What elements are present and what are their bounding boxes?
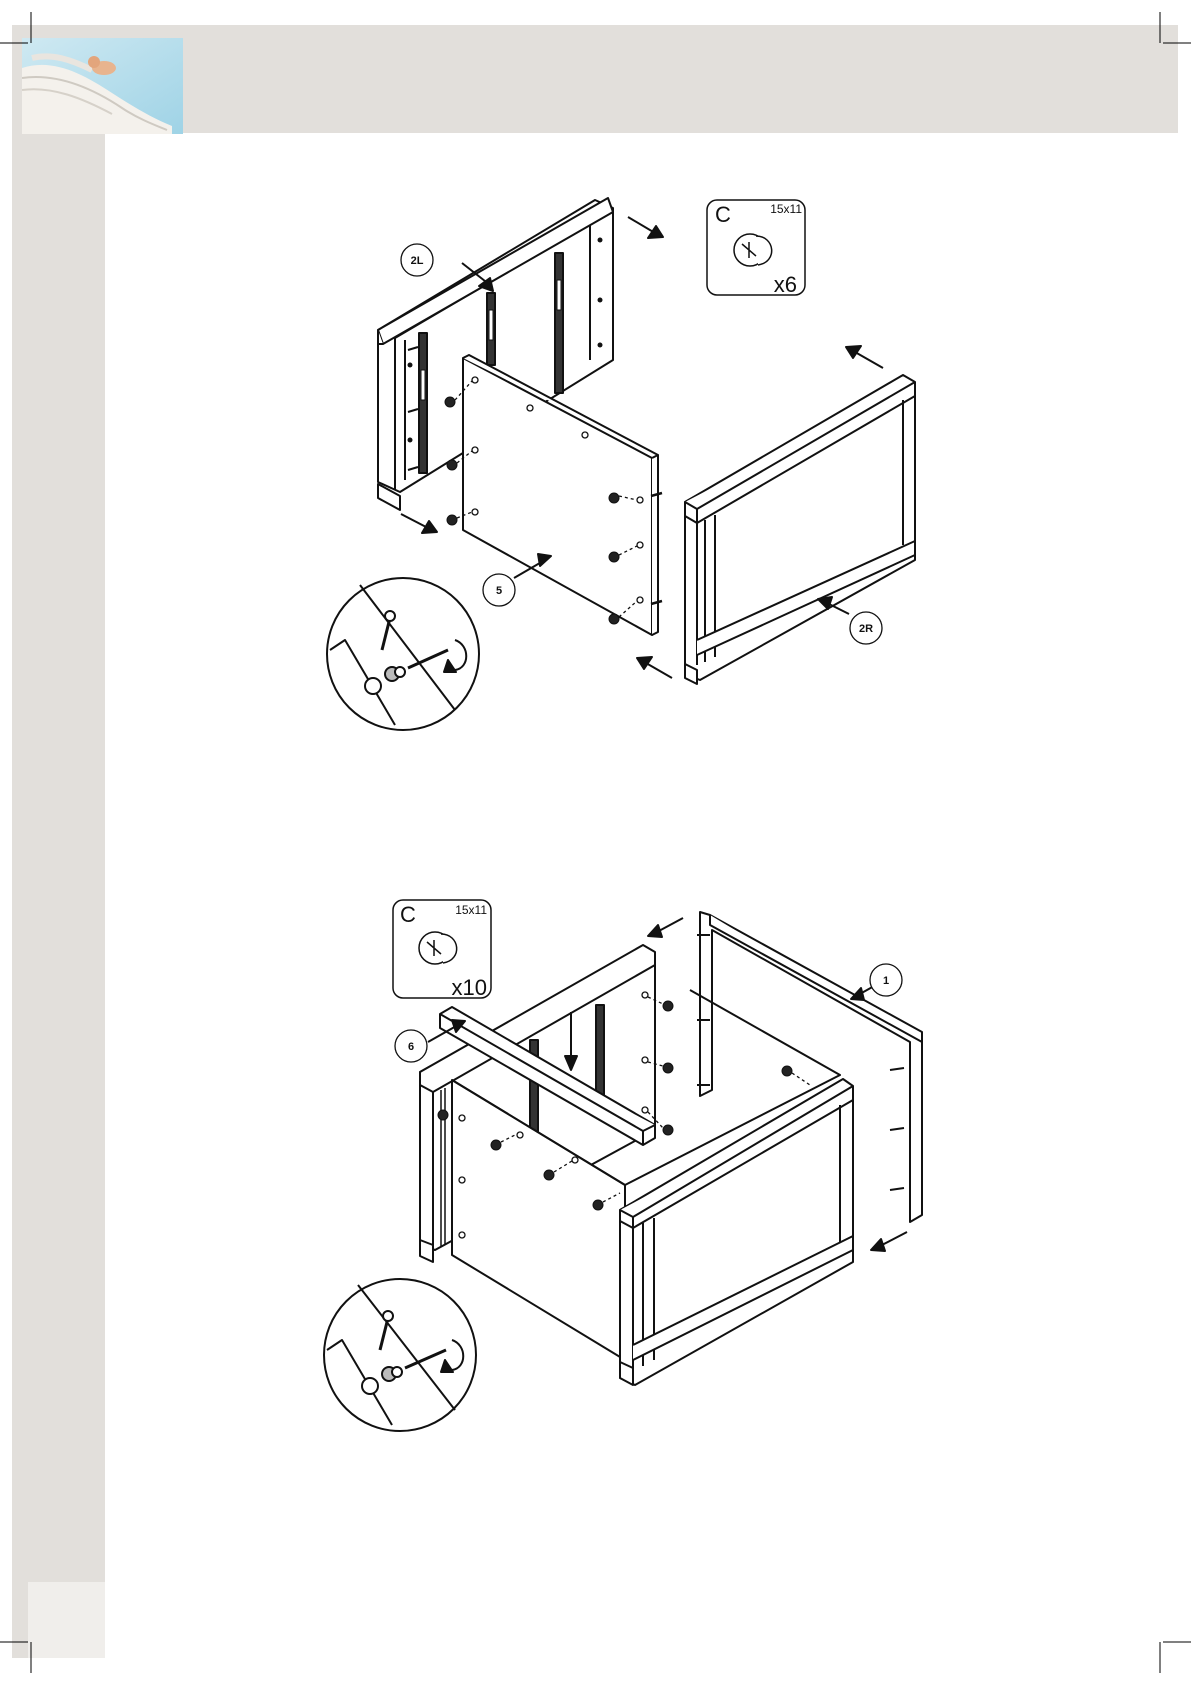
hardware-qty-2: x10 [452, 975, 487, 1000]
hardware-size-2: 15x11 [455, 903, 487, 917]
label-1: 1 [883, 975, 889, 987]
label-6: 6 [408, 1041, 414, 1053]
hardware-letter-2: C [400, 902, 416, 927]
cam-lock-detail-circle-2 [324, 1279, 476, 1431]
